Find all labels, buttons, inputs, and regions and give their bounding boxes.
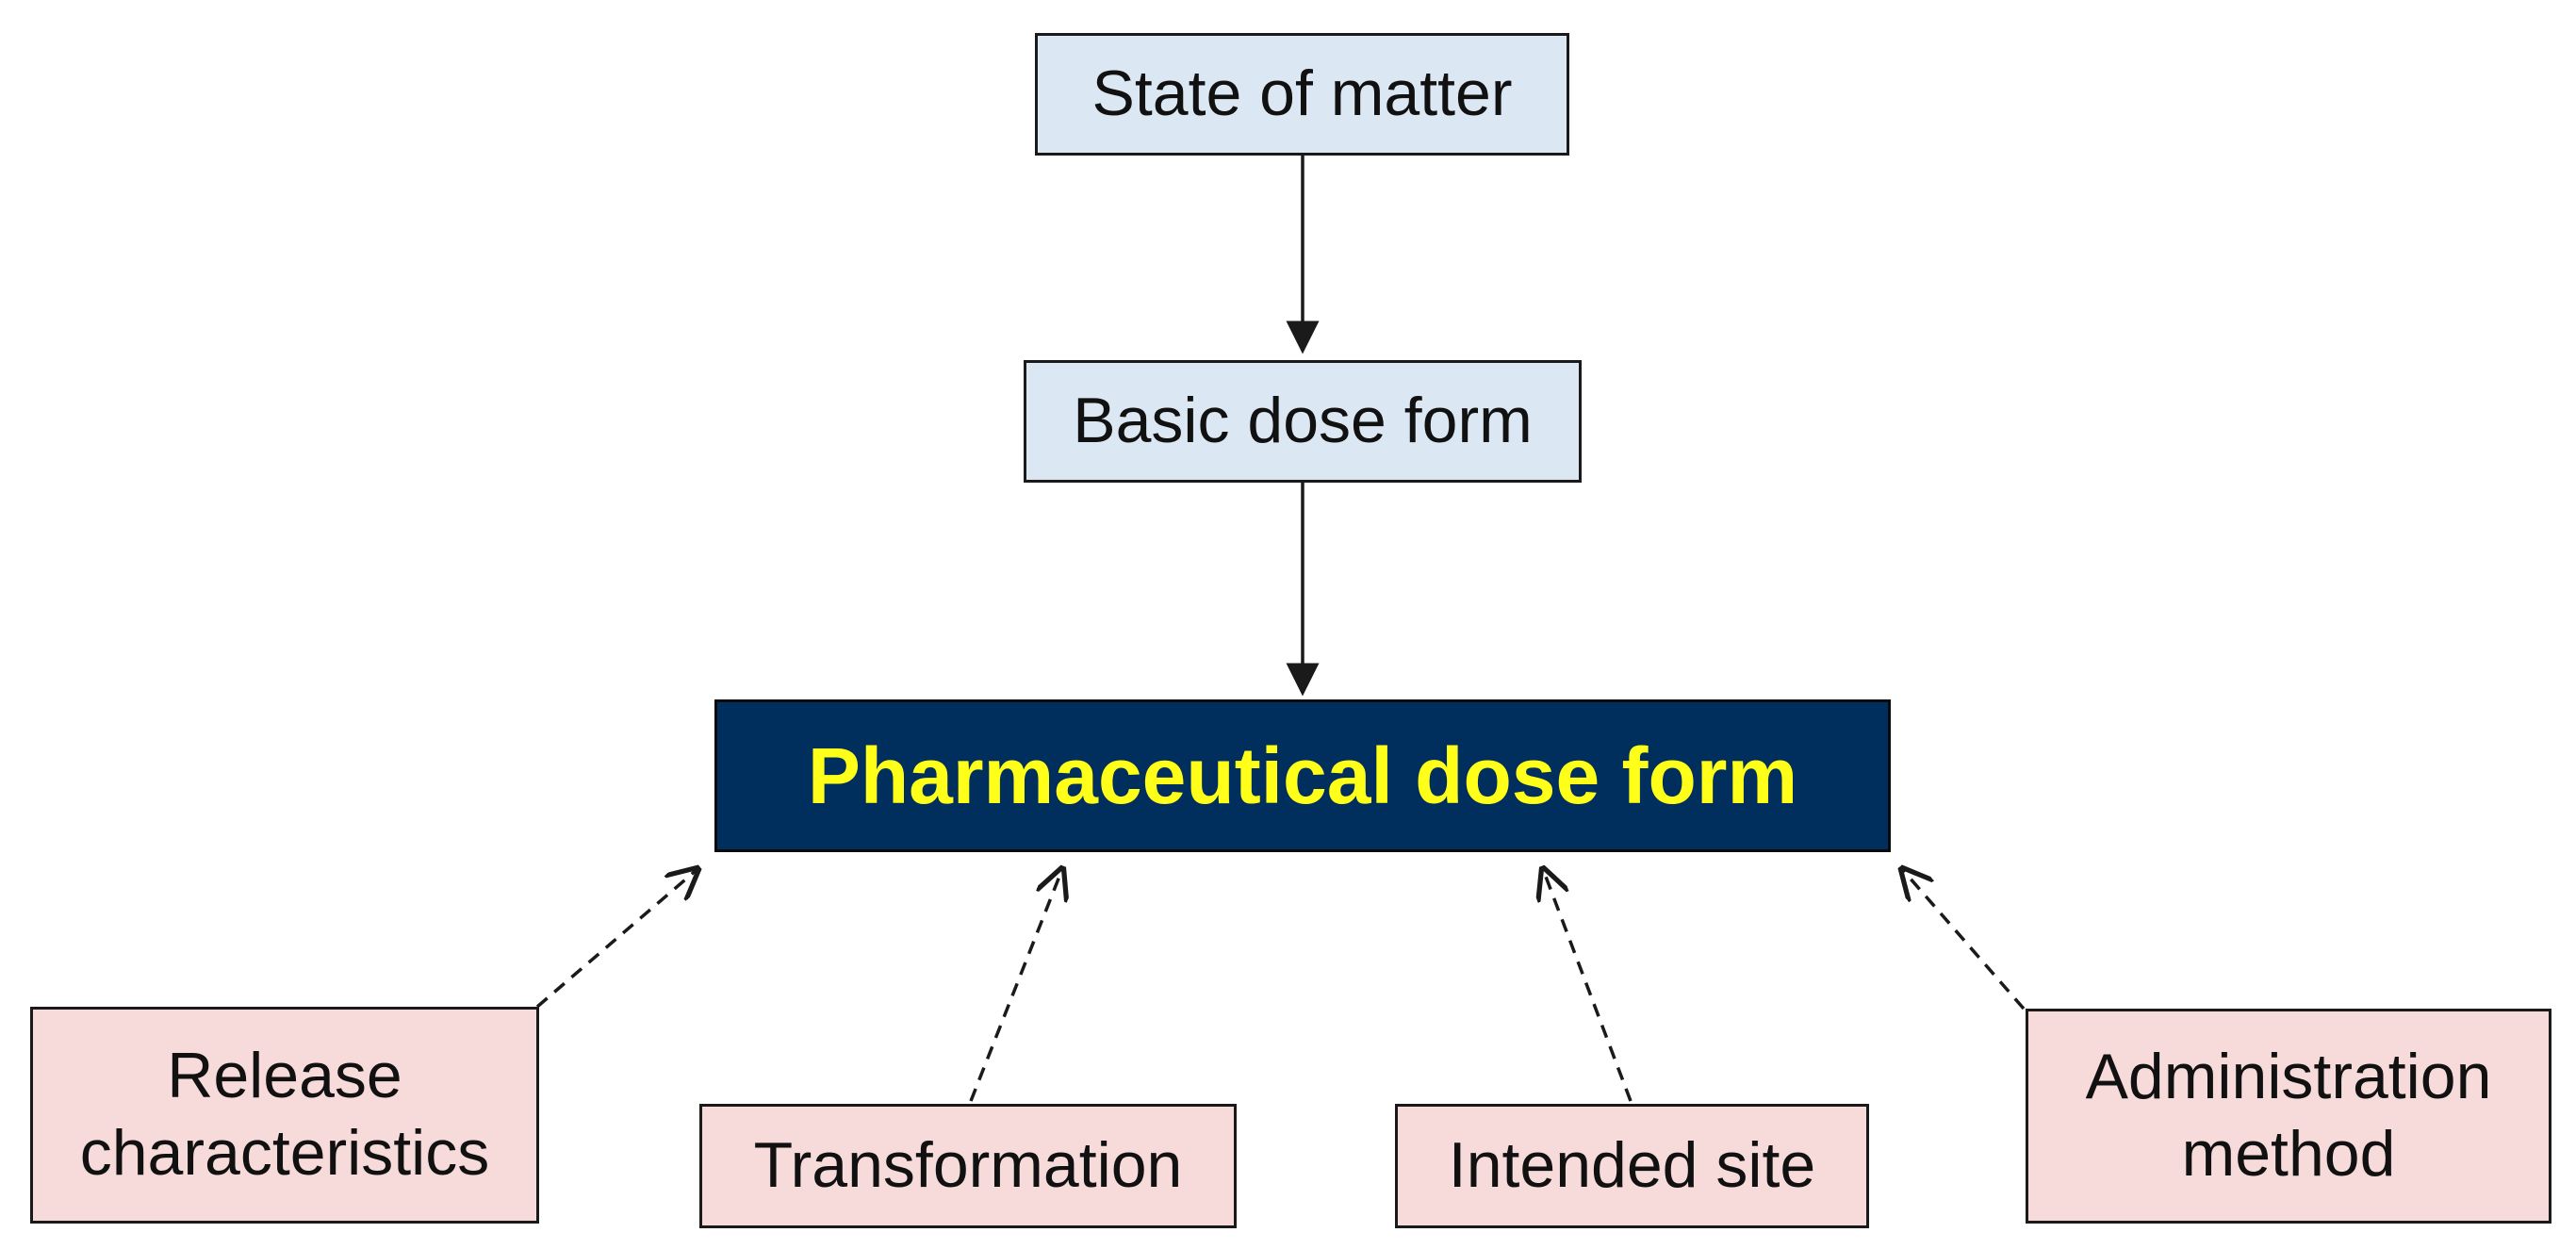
arrow-administration-to-pharmaceutical (1902, 869, 2026, 1011)
node-transformation: Transformation (699, 1104, 1237, 1228)
node-release-characteristics-label: Release characteristics (79, 1040, 490, 1189)
node-basic-dose-form-label: Basic dose form (1073, 385, 1533, 457)
node-administration-method: Administration method (2026, 1009, 2551, 1224)
arrow-transformation-to-pharmaceutical (969, 869, 1062, 1102)
node-state-of-matter-label: State of matter (1091, 58, 1513, 130)
node-pharmaceutical-dose-form-label: Pharmaceutical dose form (807, 731, 1798, 820)
arrow-intended-site-to-pharmaceutical (1543, 869, 1633, 1102)
node-intended-site: Intended site (1395, 1104, 1869, 1228)
node-basic-dose-form: Basic dose form (1024, 360, 1582, 483)
node-release-characteristics: Release characteristics (30, 1007, 539, 1224)
node-pharmaceutical-dose-form: Pharmaceutical dose form (714, 699, 1891, 852)
node-intended-site-label: Intended site (1448, 1129, 1816, 1202)
arrow-release-to-pharmaceutical (535, 869, 697, 1009)
node-state-of-matter: State of matter (1035, 33, 1569, 156)
node-administration-method-label: Administration method (2085, 1041, 2492, 1190)
node-transformation-label: Transformation (753, 1129, 1183, 1202)
